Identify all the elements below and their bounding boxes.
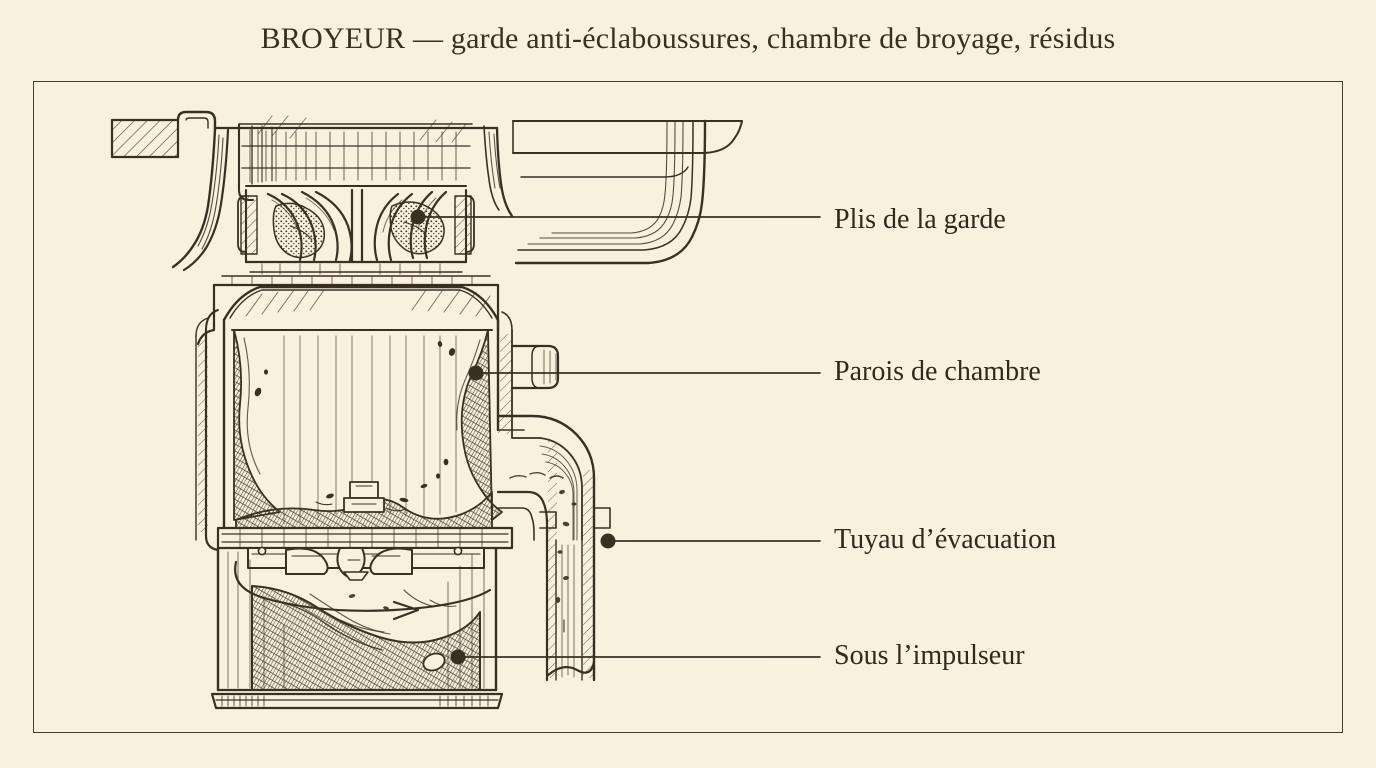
callout-label-parois-de-chambre: Parois de chambre [834, 356, 1041, 387]
grinding-chamber [195, 285, 513, 552]
splash-guard [237, 188, 475, 275]
callout-leaders [417, 216, 821, 658]
flow-arrow [234, 560, 492, 621]
impeller-lugs [257, 546, 463, 575]
page-title: BROYEUR — garde anti-éclaboussures, cham… [260, 22, 1116, 55]
callout-label-sous-l-impulseur: Sous l’impulseur [834, 640, 1025, 671]
callout-dots [410, 209, 616, 665]
dishwasher-inlet [510, 344, 560, 390]
callout-label-plis-de-la-garde: Plis de la garde [834, 204, 1006, 235]
callout-dot-4 [450, 649, 466, 665]
callout-dot-3 [600, 533, 616, 549]
callout-dot-2 [468, 365, 484, 381]
diagram-frame [33, 81, 1343, 733]
callout-dot-1 [410, 209, 426, 225]
discharge-residue [556, 489, 577, 633]
sink-bowl [512, 119, 743, 265]
residue-sludge [251, 585, 481, 690]
center-hub-bolt [343, 481, 385, 513]
motor-housing [210, 546, 504, 710]
sink-deck-left [110, 110, 217, 159]
callout-label-tuyau-d-evacuation: Tuyau d’évacuation [834, 524, 1057, 555]
shredder-ring [216, 526, 514, 550]
